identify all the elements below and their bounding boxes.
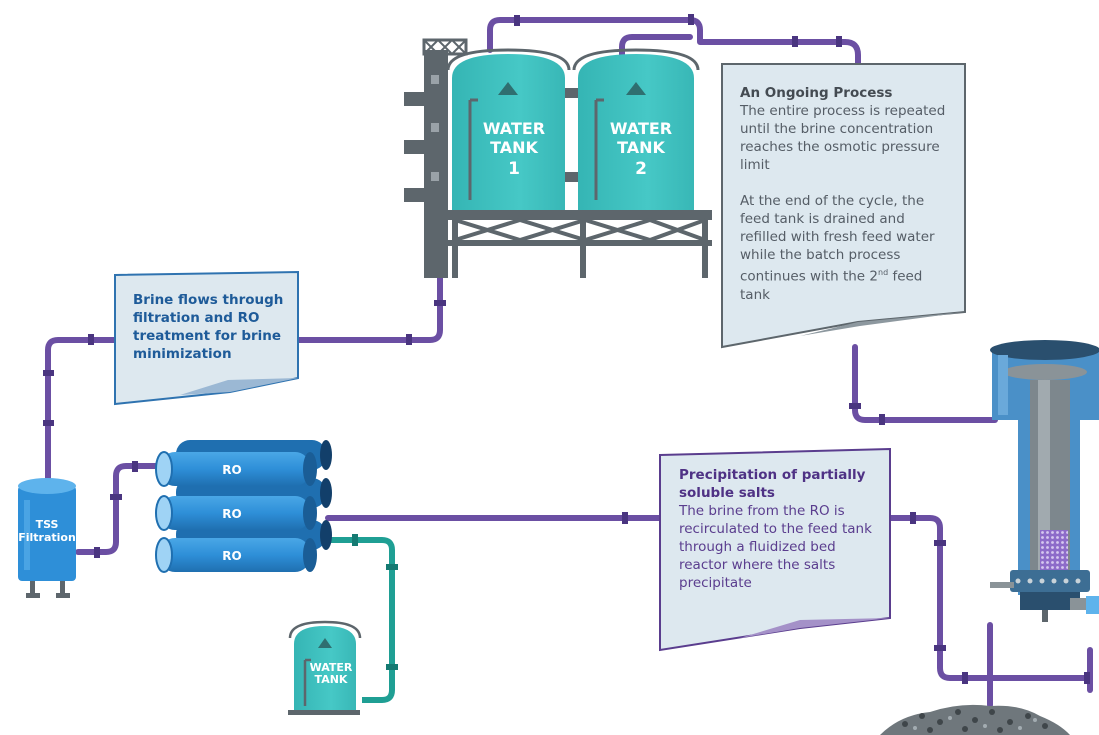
tank1-label-line2: TANK [490, 138, 538, 157]
precipitation-title: Precipitation of partially soluble salts [679, 467, 866, 501]
water-tank-1: WATER TANK 1 [446, 48, 571, 210]
ongoing-title: An Ongoing Process [740, 85, 893, 101]
tss-label-line1: TSS [36, 518, 59, 531]
water-tank-2: WATER TANK 2 [572, 48, 700, 210]
ro-module-1: RO [155, 451, 317, 487]
ro-label-2: RO [222, 507, 241, 521]
tss-filtration-vessel: TSS Filtration [18, 478, 76, 598]
tank2-label-line2: TANK [617, 138, 665, 157]
ongoing-paragraph-2: At the end of the cycle, the feed tank i… [740, 192, 946, 304]
ongoing-p2-sup: nd [878, 268, 889, 277]
callout-ongoing-process: An Ongoing Process The entire process is… [740, 84, 946, 304]
small-tank-label-line1: WATER [310, 661, 353, 674]
fluidized-bed-reactor [990, 340, 1099, 622]
ro-label-1: RO [222, 463, 241, 477]
ongoing-p2-pre: At the end of the cycle, the feed tank i… [740, 193, 935, 285]
ro-module-3: RO [155, 537, 317, 573]
precipitation-body: The brine from the RO is recirculated to… [679, 503, 872, 591]
precipitated-salt-pile [880, 704, 1070, 735]
pipe-couplings [43, 14, 1090, 684]
callout-filtration-text: Brine flows through filtration and RO tr… [133, 292, 284, 362]
tss-label-line2: Filtration [18, 531, 76, 544]
ro-module-2: RO [155, 495, 317, 531]
callout-precipitation: Precipitation of partially soluble salts… [679, 466, 879, 592]
tank1-label-line1: WATER [483, 119, 545, 138]
small-water-tank: WATER TANK [288, 620, 362, 715]
callout-ongoing-box [721, 63, 966, 349]
ongoing-paragraph-1: The entire process is repeated until the… [740, 103, 946, 173]
tank1-label-line3: 1 [508, 159, 520, 179]
ongoing-p2-post: feed tank [740, 268, 923, 303]
ro-module-bank: RO RO RO [155, 440, 332, 573]
water-tanks-structure [404, 38, 712, 278]
tank2-label-line1: WATER [610, 119, 672, 138]
teal-pipe [320, 537, 395, 703]
callout-filtration-box [114, 270, 299, 406]
callout-precipitation-box [659, 447, 891, 652]
ro-label-3: RO [222, 549, 241, 563]
small-tank-label-line2: TANK [315, 673, 348, 686]
tank2-label-line3: 2 [635, 159, 647, 179]
